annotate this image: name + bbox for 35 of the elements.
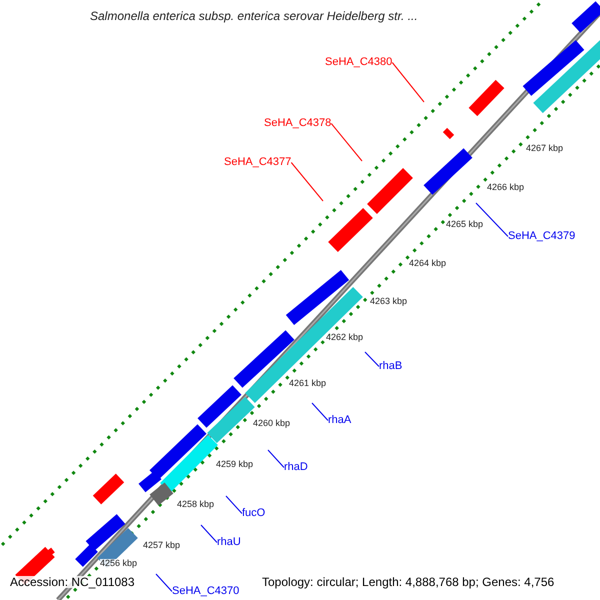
leader-line [156,574,172,592]
tick-label: 4264 kbp [409,259,446,268]
footer-text: Topology: circular; Length: 4,888,768 bp; Genes: 4,756 [262,576,554,588]
gene-label: SeHA_C4378 [264,118,332,129]
tick-label: 4257 kbp [143,541,180,550]
gene-label: fucO [242,508,266,519]
leader-line [476,202,508,237]
gene-label: SeHA_C4370 [172,586,240,597]
tick-label: 4263 kbp [370,297,408,306]
tick-label: 4266 kbp [487,183,524,192]
leader-line [268,450,284,468]
leader-line [312,402,328,421]
leader-line [330,123,362,162]
tick-label: 4260 kbp [253,419,290,428]
leader-line [200,524,218,543]
tick-label: 4258 kbp [177,500,214,509]
tick-label: 4267 kbp [526,144,564,153]
leader-line [392,62,424,102]
leader-line [290,162,324,202]
gene-label: rhaB [379,361,402,372]
gene-label: SeHA_C4377 [224,157,292,168]
leader-line [364,352,380,367]
gene-label: rhaU [217,537,241,548]
gene-label: rhaD [284,462,308,473]
gene-label: SeHA_C4380 [325,57,392,68]
title: Salmonella enterica subsp. enterica serovar Heidelberg str. ... [90,10,418,22]
tick-label: 4262 kbp [326,333,364,342]
tick-label: 4261 kbp [289,379,326,388]
tick-label: 4265 kbp [446,220,484,229]
gene-label: rhaA [328,415,352,426]
leader-line [226,496,242,514]
footer-text: Accession: NC_011083 [10,576,135,588]
tick-label: 4259 kbp [216,460,254,469]
gene-label: SeHA_C4379 [508,231,576,242]
tick-label: 4256 kbp [100,559,138,568]
